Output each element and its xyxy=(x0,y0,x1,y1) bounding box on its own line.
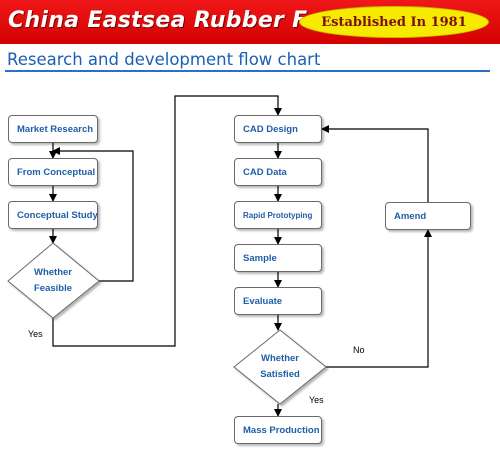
node-amend: Amend xyxy=(385,202,471,230)
node-rapid-prototyping: Rapid Prototyping xyxy=(234,201,322,229)
edge-label-satisfied-yes: Yes xyxy=(309,395,324,405)
arrow-amend-to-cad-design xyxy=(321,125,429,202)
node-conceptual-study: Conceptual Study xyxy=(8,201,98,229)
node-sample: Sample xyxy=(234,244,322,272)
decision-whether-satisfied xyxy=(233,329,327,405)
arrow-feasible-yes-to-cad-design xyxy=(52,95,282,347)
node-from-conceptual: From Conceptual xyxy=(8,158,98,186)
node-cad-design: CAD Design xyxy=(234,115,322,143)
decision-satisfied-label: Whether Satisfied xyxy=(245,351,315,383)
decision-feasible-label: Whether Feasible xyxy=(18,265,88,297)
decision-feasible-line1: Whether xyxy=(34,267,72,278)
node-evaluate: Evaluate xyxy=(234,287,322,315)
decision-whether-feasible xyxy=(7,242,100,319)
established-badge: Established In 1981 xyxy=(299,6,489,38)
node-market-research: Market Research xyxy=(8,115,98,143)
header-banner: China Eastsea Rubber Factory Established… xyxy=(0,0,500,44)
edge-label-feasible-yes: Yes xyxy=(28,329,43,339)
title-underline xyxy=(5,70,490,72)
node-cad-data: CAD Data xyxy=(234,158,322,186)
decision-satisfied-line1: Whether xyxy=(261,353,299,364)
decision-satisfied-line2: Satisfied xyxy=(260,369,300,380)
arrow-satisfied-no-to-amend xyxy=(326,229,432,368)
page-title: Research and development flow chart xyxy=(7,50,321,69)
edge-label-satisfied-no: No xyxy=(353,345,365,355)
node-mass-production: Mass Production xyxy=(234,416,322,444)
arrow-feasible-no-loop xyxy=(52,147,134,282)
decision-feasible-line2: Feasible xyxy=(33,283,73,294)
